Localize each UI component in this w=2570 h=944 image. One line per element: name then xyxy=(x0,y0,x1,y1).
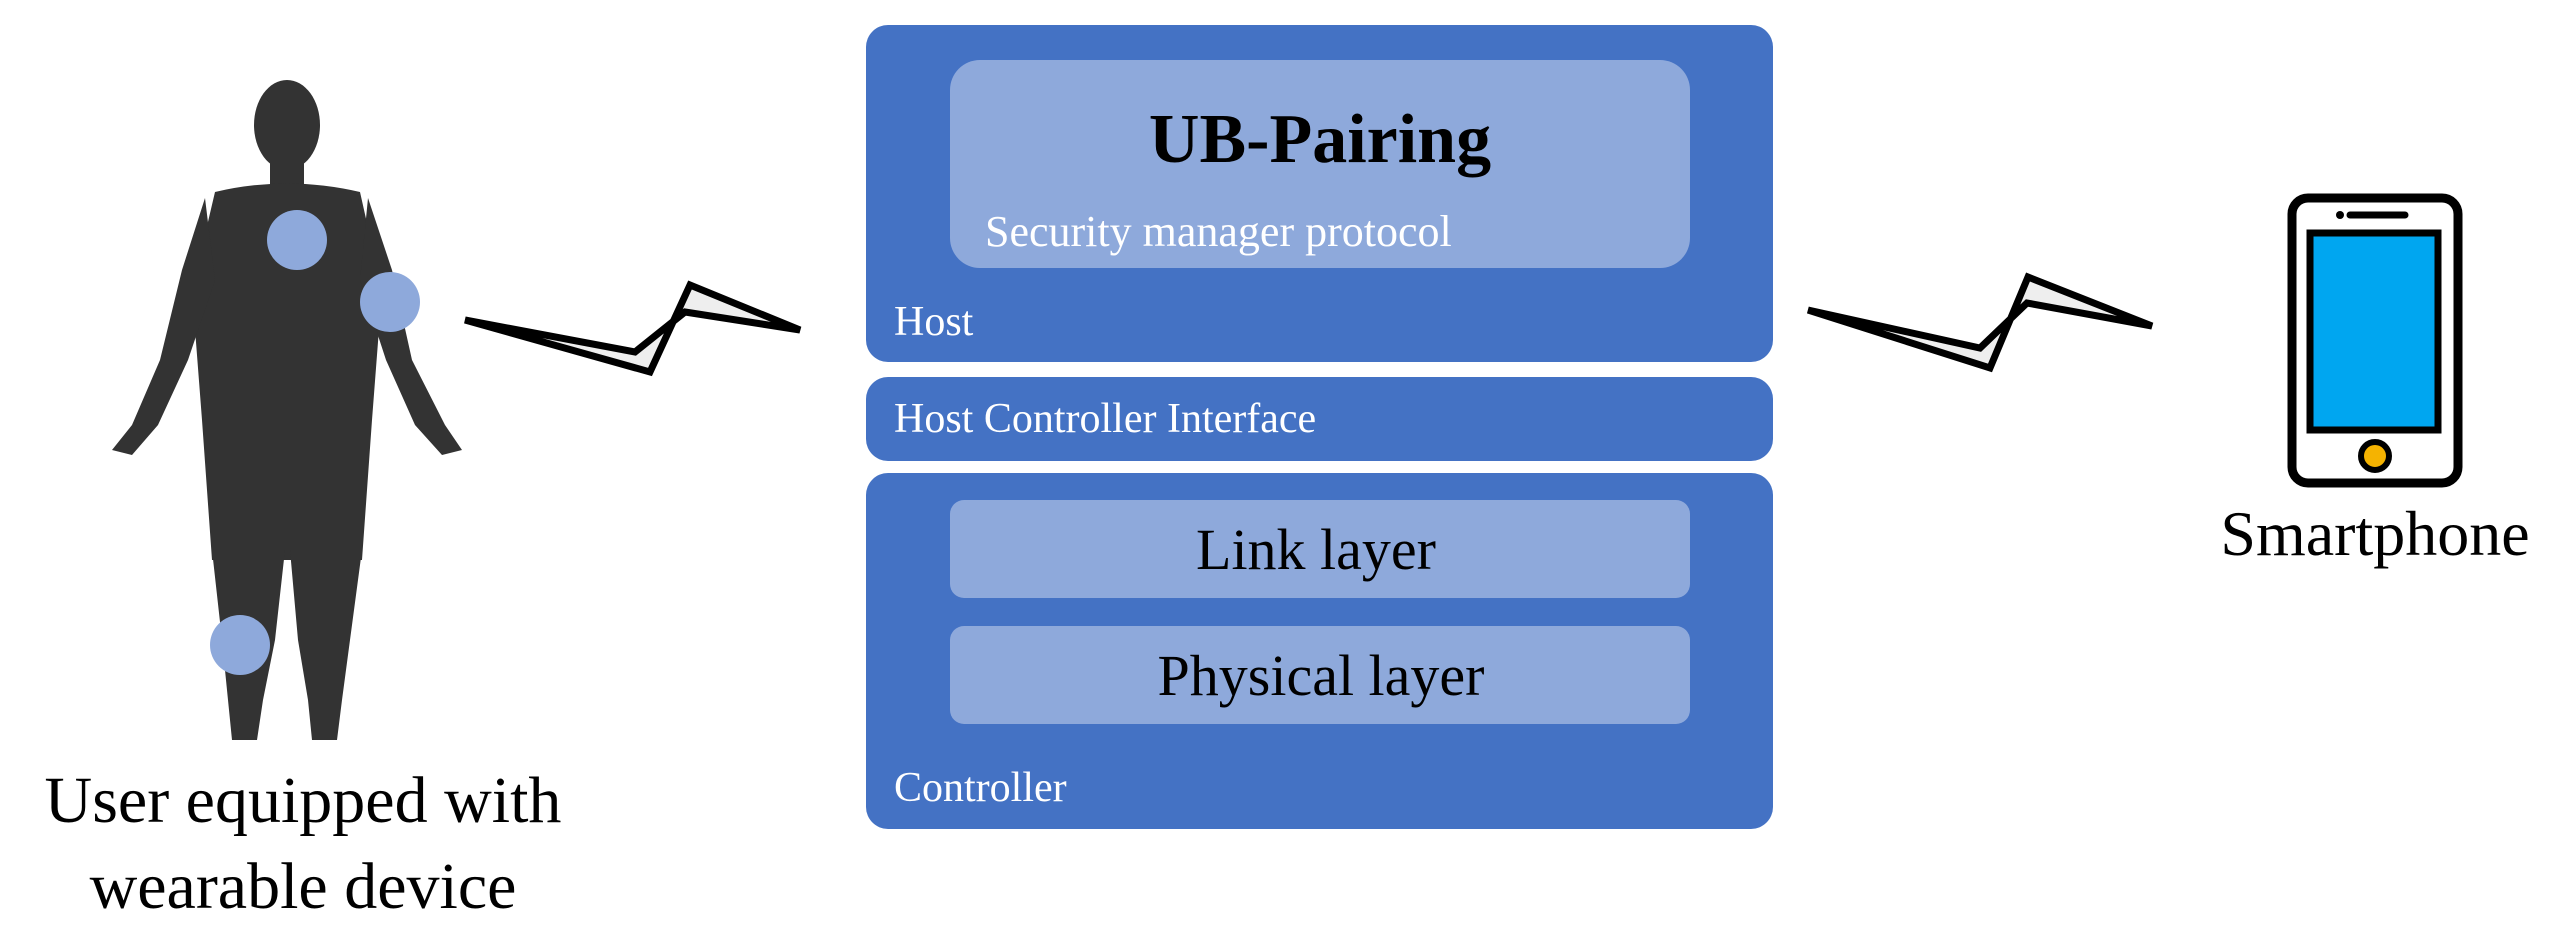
ub-pairing-block: UB-Pairing Security manager protocol xyxy=(950,60,1690,268)
hci-block: Host Controller Interface xyxy=(866,377,1773,461)
link-layer-label: Link layer xyxy=(1196,517,1436,582)
physical-layer-block: Physical layer xyxy=(950,626,1690,724)
user-caption-line1: User equipped with xyxy=(45,764,562,837)
person-silhouette-icon xyxy=(112,80,462,740)
leg-sensor-dot xyxy=(210,615,270,675)
chest-sensor-dot xyxy=(267,210,327,270)
smartphone-caption: Smartphone xyxy=(2220,498,2529,569)
user-caption-line2: wearable device xyxy=(90,850,517,923)
controller-label: Controller xyxy=(894,765,1067,811)
wireless-link-icon xyxy=(464,280,802,377)
physical-layer-label: Physical layer xyxy=(1158,643,1485,708)
host-label: Host xyxy=(894,299,974,345)
host-block: UB-Pairing Security manager protocol Hos… xyxy=(866,25,1773,362)
smartphone-icon xyxy=(2287,193,2463,488)
controller-block: Link layer Physical layer Controller xyxy=(866,473,1773,829)
hci-label: Host Controller Interface xyxy=(894,396,1316,442)
ub-pairing-subtitle: Security manager protocol xyxy=(985,207,1452,256)
smartphone: Smartphone xyxy=(2220,193,2530,569)
arm-sensor-dot xyxy=(360,272,420,332)
wireless-link-icon xyxy=(1806,272,2154,373)
protocol-stack: UB-Pairing Security manager protocol Hos… xyxy=(866,25,1773,829)
ub-pairing-title: UB-Pairing xyxy=(1149,101,1491,178)
user-figure: User equipped with wearable device xyxy=(45,80,562,923)
link-layer-block: Link layer xyxy=(950,500,1690,598)
